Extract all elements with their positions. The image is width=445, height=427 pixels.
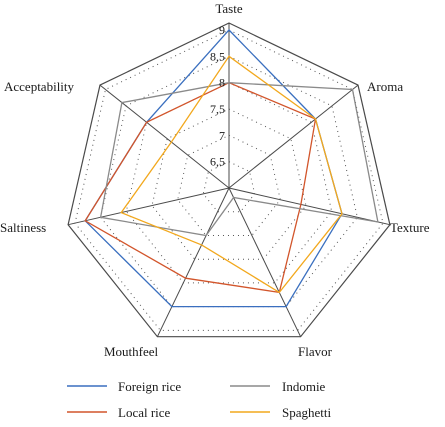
- legend-label-foreign-rice: Foreign rice: [118, 379, 181, 394]
- series-local-rice: [84, 81, 317, 294]
- axis-label-flavor: Flavor: [298, 344, 333, 359]
- tick-label-4: 8,5: [210, 49, 225, 63]
- axis-label-mouthfeel: Mouthfeel: [104, 344, 159, 359]
- spoke-acceptability: [99, 84, 230, 189]
- legend-label-indomie: Indomie: [282, 379, 326, 394]
- axis-label-texture: Texture: [390, 220, 430, 235]
- spoke-saltiness: [67, 187, 230, 226]
- series-indomie: [99, 82, 379, 237]
- axis-label-saltiness: Saltiness: [0, 220, 46, 235]
- tick-label-5: 9: [219, 23, 225, 37]
- axis-label-acceptability: Acceptability: [4, 79, 75, 94]
- tick-label-0: 6,5: [210, 155, 225, 169]
- legend-label-local-rice: Local rice: [118, 405, 171, 420]
- axis-label-taste: Taste: [215, 1, 242, 16]
- radar-spokes: [67, 23, 391, 337]
- tick-label-1: 7: [219, 128, 225, 142]
- spoke-flavor: [228, 187, 302, 337]
- radar-series: [84, 29, 379, 308]
- radar-grid: [74, 29, 384, 331]
- tick-label-2: 7,5: [210, 102, 225, 116]
- spoke-mouthfeel: [156, 187, 230, 337]
- radar-tick-labels: 6,5 7 7,5 8 8,5 9: [210, 23, 225, 169]
- tick-label-3: 8: [219, 76, 225, 90]
- axis-label-aroma: Aroma: [367, 79, 403, 94]
- spoke-aroma: [228, 84, 359, 189]
- legend-label-spaghetti: Spaghetti: [282, 405, 331, 420]
- radar-outer-frame: [67, 22, 391, 338]
- grid-ring-2: [151, 108, 307, 260]
- series-spaghetti: [120, 55, 343, 294]
- radar-frame: [67, 22, 391, 338]
- spoke-texture: [228, 187, 391, 226]
